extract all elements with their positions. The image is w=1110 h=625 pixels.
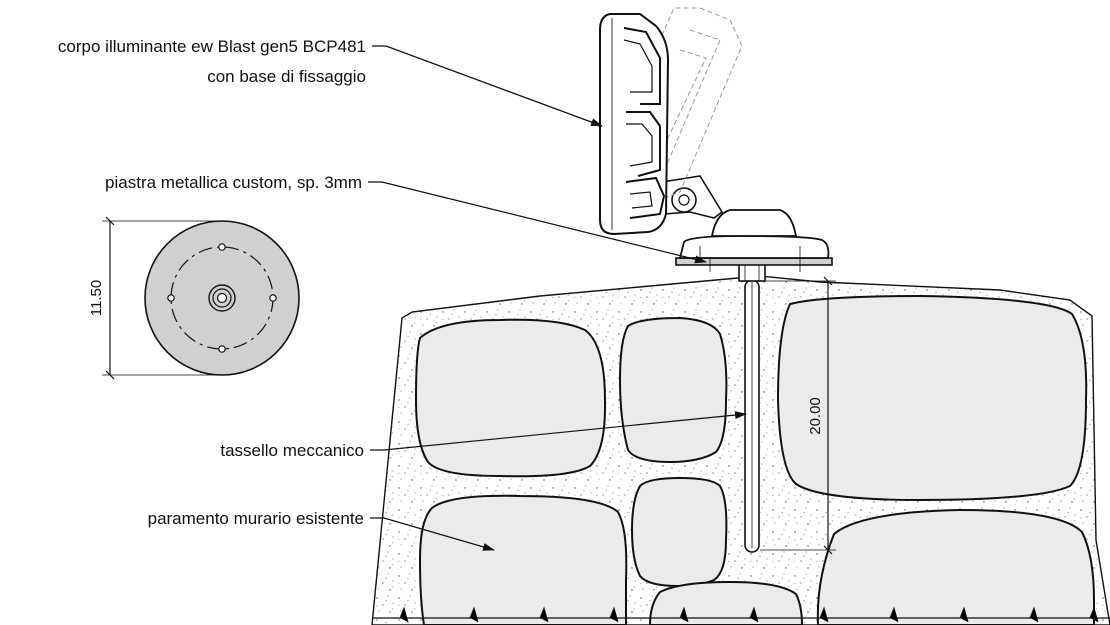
dimension-anchor-depth: 20.00 bbox=[807, 397, 824, 435]
masonry-wall bbox=[371, 275, 1110, 625]
bolt-hole bbox=[167, 294, 175, 302]
bolt-hole bbox=[218, 345, 226, 353]
stone bbox=[414, 318, 607, 478]
leader-lines bbox=[368, 45, 747, 551]
leader-lamp-body bbox=[372, 45, 603, 127]
pivot-inner bbox=[678, 194, 690, 206]
leader-wall bbox=[370, 517, 495, 551]
bolt-hole bbox=[218, 243, 226, 251]
stone bbox=[418, 494, 628, 625]
leader-anchor bbox=[370, 411, 747, 451]
stone bbox=[618, 316, 728, 464]
base-dome bbox=[710, 209, 798, 237]
base-lower bbox=[678, 235, 830, 259]
leader-plate bbox=[368, 181, 707, 264]
stone bbox=[648, 580, 804, 625]
label-anchor: tassello meccanico bbox=[220, 441, 364, 460]
anchor-depth-dimension: 20.00 bbox=[760, 276, 836, 555]
label-plate: piastra metallica custom, sp. 3mm bbox=[105, 173, 362, 192]
stone bbox=[816, 508, 1095, 625]
callout-labels: corpo illuminante ew Blast gen5 BCP481 c… bbox=[58, 37, 366, 528]
label-lamp-body-line2: con base di fissaggio bbox=[207, 67, 366, 86]
label-lamp-body-line1: corpo illuminante ew Blast gen5 BCP481 bbox=[58, 37, 366, 56]
metal-plate bbox=[675, 257, 833, 266]
break-ticks bbox=[399, 606, 1099, 623]
stone bbox=[776, 294, 1088, 502]
lamp-body bbox=[599, 7, 743, 236]
bolt-hole bbox=[269, 294, 277, 302]
mounting-base bbox=[675, 209, 833, 272]
label-wall: paramento murario esistente bbox=[148, 509, 364, 528]
stone bbox=[630, 476, 728, 588]
center-hole bbox=[216, 292, 228, 304]
plate-plan-view: 11.50 bbox=[88, 216, 300, 380]
dimension-plate-diameter: 11.50 bbox=[88, 280, 105, 316]
